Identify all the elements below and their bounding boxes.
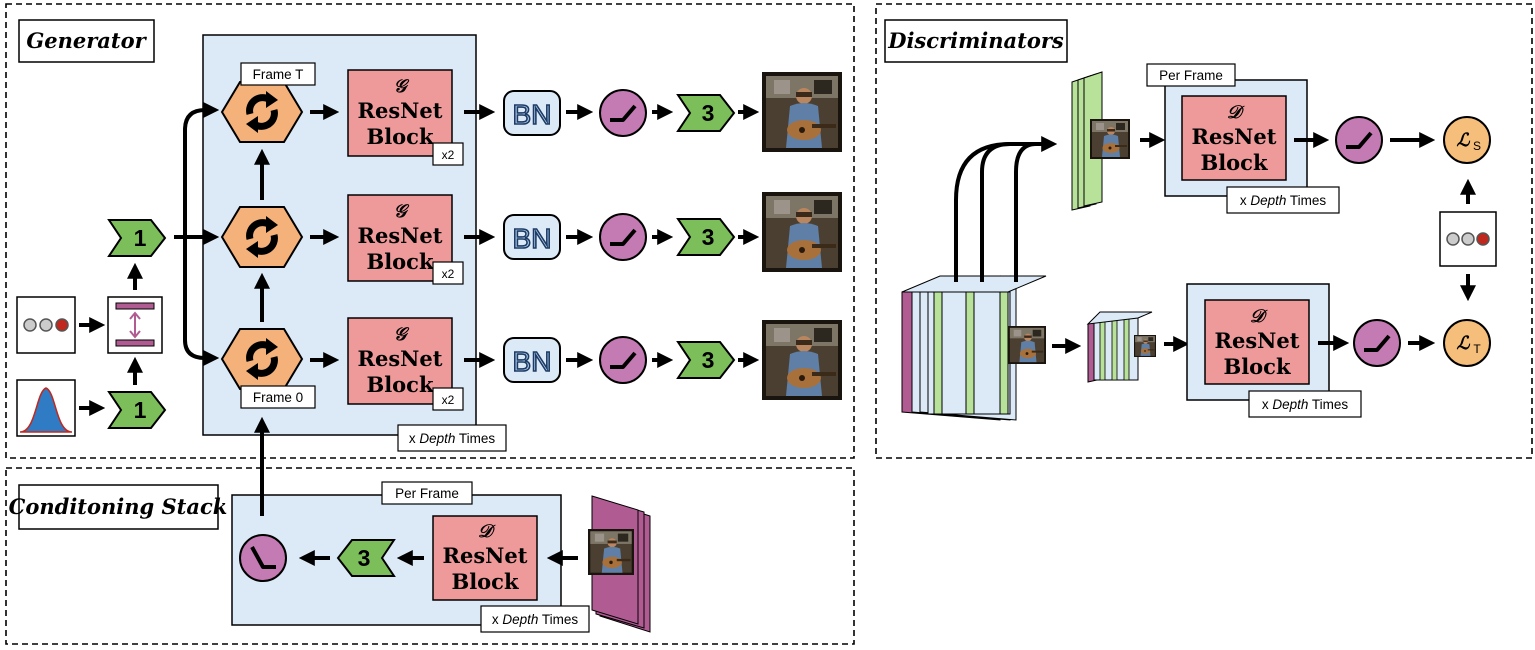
svg-text:ResNet: ResNet [443,543,528,568]
svg-text:𝒢: 𝒢 [394,201,410,222]
svg-text:x2: x2 [442,148,455,162]
disc-input-cube [901,275,1047,421]
svg-text:𝒟: 𝒟 [478,521,496,542]
svg-text:ℒ: ℒ [1457,333,1471,354]
disc-temporal-d-resnet: 𝒟 ResNet Block [1204,299,1310,385]
svg-text:Block: Block [366,372,434,397]
svg-text:BN: BN [513,99,552,130]
relu-bottom-icon [598,335,648,385]
svg-text:S: S [1473,139,1481,153]
g-resnet-block-bottom: 𝒢 ResNet Block x2 [347,317,464,411]
svg-text:1: 1 [134,397,147,423]
svg-text:3: 3 [702,100,715,126]
svg-text:Block: Block [366,124,434,149]
svg-text:1: 1 [134,225,147,251]
svg-text:ResNet: ResNet [1192,124,1277,149]
generator-panel [5,3,855,459]
svg-text:ℒ: ℒ [1457,130,1471,151]
generator-depth-label: x Depth Times [409,431,496,446]
svg-text:Block: Block [1200,150,1268,175]
gru-top-icon [222,82,302,142]
svg-text:𝒢: 𝒢 [394,76,410,97]
disc-per-frame-label: Per Frame [1159,68,1223,83]
generator-title: Generator [26,28,147,53]
svg-text:x2: x2 [442,267,455,281]
svg-text:3: 3 [358,545,371,571]
svg-text:Block: Block [451,569,519,594]
svg-text:ResNet: ResNet [358,346,443,371]
g-resnet-block-mid: 𝒢 ResNet Block x2 [347,194,464,285]
svg-text:ResNet: ResNet [358,98,443,123]
cond-input-frames [588,495,651,633]
frame-0-label: Frame 0 [253,390,303,405]
cond-depth-label: x Depth Times [492,612,579,627]
svg-text:BN: BN [513,223,552,254]
output-frame-mid [762,192,842,272]
svg-text:3: 3 [702,347,715,373]
svg-text:ResNet: ResNet [1215,328,1300,353]
conditioning-panel [5,467,855,645]
disc-spatial-d-resnet: 𝒟 ResNet Block [1181,95,1287,181]
disc-temporal-depth-label: x Depth Times [1262,397,1349,412]
discriminators-title: Discriminators [887,28,1064,53]
svg-text:Block: Block [1223,354,1291,379]
svg-text:ResNet: ResNet [358,223,443,248]
disc-temporal-stack [1086,311,1156,383]
svg-text:BN: BN [513,346,552,377]
cond-per-frame-label: Per Frame [395,486,459,501]
relu-top-icon [598,88,648,138]
disc-per-frame-stack [1071,71,1130,211]
cond-relu-icon [238,533,288,583]
disc-temporal-relu-icon [1352,318,1402,368]
svg-text:T: T [1473,342,1481,356]
svg-text:𝒢: 𝒢 [394,324,410,345]
svg-text:x2: x2 [442,393,455,407]
relu-mid-icon [598,212,648,262]
svg-text:Block: Block [366,249,434,274]
gru-bottom-icon [222,329,302,389]
g-resnet-block-top: 𝒢 ResNet Block x2 [347,69,464,166]
cond-d-resnet-block: 𝒟 ResNet Block [432,515,538,601]
conditioning-title: Conditoning Stack [9,494,228,519]
disc-spatial-depth-label: x Depth Times [1240,193,1327,208]
output-frame-top [762,72,842,152]
output-frame-bottom [762,320,842,400]
svg-text:3: 3 [702,224,715,250]
svg-text:𝒟: 𝒟 [1227,102,1245,123]
disc-spatial-relu-icon [1334,115,1384,165]
svg-text:𝒟: 𝒟 [1250,306,1268,327]
discriminators-panel [875,3,1533,459]
frame-t-label: Frame T [253,67,304,82]
gru-mid-icon [222,207,302,267]
